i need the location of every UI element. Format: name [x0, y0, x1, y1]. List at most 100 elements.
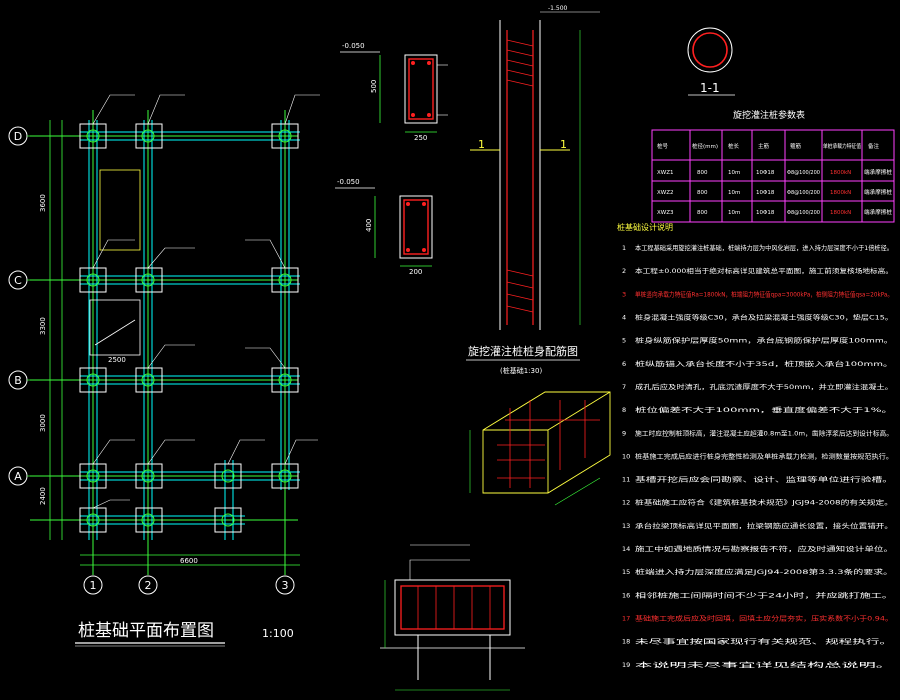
table-cell: 10m	[728, 190, 740, 196]
note-text: 基槽开挖后应会同勘察、设计、监理等单位进行验槽。	[635, 475, 893, 484]
pile-elevation: 1 1 -1.500	[470, 5, 600, 330]
cap-drawing-subtitle: (桩基础1:30)	[500, 366, 542, 375]
note-number: 1	[622, 244, 626, 252]
note-number: 19	[622, 661, 630, 669]
table-cell: 10m	[728, 170, 740, 176]
axis-col-2: 2	[145, 579, 152, 592]
plan-scale: 1:100	[262, 627, 294, 640]
design-notes: 桩基础设计说明 1 本工程基础采用旋挖灌注桩基础，桩端持力层为中风化岩层，进入持力…	[617, 222, 893, 669]
axis-col-3: 3	[282, 579, 289, 592]
note-number: 8	[622, 406, 626, 414]
note-number: 16	[622, 591, 630, 599]
note-text: 施工时应控制桩顶标高，灌注混凝土应超灌0.8m至1.0m，凿除浮浆后达到设计标高…	[635, 428, 893, 437]
pile-cap-3d: 旋挖灌注桩桩身配筋图 (桩基础1:30)	[466, 344, 611, 506]
plan-beams	[80, 120, 300, 540]
pile-foundation-plan: 3600 3300 3000 2400 6600 2500 D C B A 1	[8, 94, 320, 647]
note-number: 12	[622, 499, 630, 507]
notes-list: 1 本工程基础采用旋挖灌注桩基础，桩端持力层为中风化岩层，进入持力层深度不小于1倍…	[622, 243, 893, 669]
table-cell: 10Φ18	[756, 170, 775, 176]
dim-left-bot: 2400	[39, 487, 47, 505]
note-number: 14	[622, 545, 630, 553]
beam-section-2: -0.050 400 200	[335, 178, 433, 276]
dim-mid: 2500	[108, 356, 126, 364]
note-number: 9	[622, 429, 626, 437]
pile-table: 旋挖灌注桩参数表 桩号 桩径(mm) 桩长 主筋 箍筋 单桩承载力特征值 备注 …	[651, 109, 895, 223]
table-cell: XWZ1	[657, 170, 673, 176]
table-cell: XWZ2	[657, 190, 673, 196]
beam2-width: 200	[409, 268, 422, 276]
note-text: 本工程基础采用旋挖灌注桩基础，桩端持力层为中风化岩层，进入持力层深度不小于1倍桩…	[635, 243, 893, 252]
plan-inner-room	[89, 169, 141, 356]
pile-section-title: 1-1	[700, 81, 720, 95]
note-text: 桩纵筋锚入承台长度不小于35d，桩顶嵌入承台100mm。	[635, 359, 893, 368]
table-cell: 端承摩擦桩	[864, 188, 892, 196]
axis-col-1: 1	[90, 579, 97, 592]
table-title: 旋挖灌注桩参数表	[733, 109, 805, 121]
notes-heading: 桩基础设计说明	[617, 222, 673, 232]
axis-row-B: B	[14, 374, 22, 387]
note-number: 15	[622, 568, 630, 576]
note-number: 6	[622, 360, 626, 368]
note-text: 桩身纵筋保护层厚度50mm，承台底钢筋保护层厚度100mm。	[635, 336, 893, 345]
axis-row-C: C	[14, 274, 22, 287]
note-number: 17	[622, 615, 630, 623]
plan-pile-circles	[86, 129, 292, 527]
cap-section	[380, 544, 525, 691]
table-header: 备注	[868, 142, 880, 150]
note-number: 11	[622, 476, 630, 484]
note-text: 相邻桩施工间隔时间不少于24小时，并应跳打施工。	[635, 590, 893, 599]
note-text: 承台拉梁顶标高详见平面图，拉梁钢筋应通长设置，接头位置错开。	[635, 521, 893, 530]
note-number: 2	[622, 267, 626, 275]
table-cell: Φ8@100/200	[787, 190, 820, 196]
table-cell: Φ8@100/200	[787, 170, 820, 176]
cap-drawing-title: 旋挖灌注桩桩身配筋图	[468, 344, 578, 358]
note-text: 单桩竖向承载力特征值Ra=1800kN，桩端阻力特征值qpa=3000kPa，桩…	[635, 289, 893, 298]
note-number: 3	[622, 290, 626, 298]
note-text: 桩身混凝土强度等级C30，承台及拉梁混凝土强度等级C30，垫层C15。	[635, 312, 893, 321]
table-cell: Φ8@100/200	[787, 210, 820, 216]
axis-row-A: A	[14, 470, 22, 483]
table-cell: 端承摩擦桩	[864, 168, 892, 176]
note-text: 本工程±0.000相当于绝对标高详见建筑总平面图，施工前须复核场地标高。	[635, 266, 893, 275]
note-number: 10	[622, 452, 630, 460]
note-number: 7	[622, 383, 626, 391]
plan-row-axis-markers: D C B A	[8, 126, 50, 486]
table-header: 桩号	[657, 142, 669, 150]
note-text: 桩基础施工应符合《建筑桩基技术规范》JGJ94-2008的有关规定。	[635, 498, 893, 507]
note-text: 桩基施工完成后应进行桩身完整性检测及单桩承载力检测，检测数量按规范执行。	[635, 451, 893, 460]
note-text: 未尽事宜按国家现行有关规范、规程执行。	[635, 637, 893, 646]
plan-col-axis-markers: 1 2 3	[83, 575, 295, 595]
table-cell: 800	[697, 190, 708, 196]
note-text: 施工中如遇地质情况与勘察报告不符，应及时通知设计单位。	[635, 544, 893, 553]
plan-dimension-texts: 3600 3300 3000 2400 6600 2500	[39, 194, 198, 565]
table-header: 单桩承载力特征值	[823, 142, 861, 150]
pile-cross-section: 1-1	[687, 27, 735, 96]
beam2-elevation: -0.050	[337, 178, 360, 186]
note-number: 5	[622, 337, 626, 345]
table-cell: 1800kN	[830, 190, 851, 196]
table-cell: 10Φ18	[756, 210, 775, 216]
note-number: 18	[622, 638, 630, 646]
beam1-elevation: -0.050	[342, 42, 365, 50]
axis-row-D: D	[14, 130, 22, 143]
dim-left-mid: 3300	[39, 317, 47, 335]
dim-bottom: 6600	[180, 557, 198, 565]
table-cell: 800	[697, 170, 708, 176]
table-header: 桩长	[728, 142, 740, 150]
note-text: 桩端进入持力层深度应满足JGJ94-2008第3.3.3条的要求。	[635, 567, 893, 576]
dim-left-low: 3000	[39, 414, 47, 432]
table-cell: 1800kN	[830, 170, 851, 176]
beam1-width: 250	[414, 134, 427, 142]
table-header: 桩径(mm)	[692, 142, 718, 150]
plan-leaders	[92, 94, 320, 509]
table-cell: 800	[697, 210, 708, 216]
beam1-height: 500	[370, 80, 378, 93]
note-text: 成孔后应及时清孔，孔底沉渣厚度不大于50mm，并立即灌注混凝土。	[635, 382, 893, 391]
dim-left-top: 3600	[39, 194, 47, 212]
table-header: 主筋	[758, 142, 770, 150]
table-cell: 端承摩擦桩	[864, 208, 892, 216]
table-cell: 10Φ18	[756, 190, 775, 196]
pile-section-mark-left: 1	[478, 138, 485, 151]
table-cell: 1800kN	[830, 210, 851, 216]
